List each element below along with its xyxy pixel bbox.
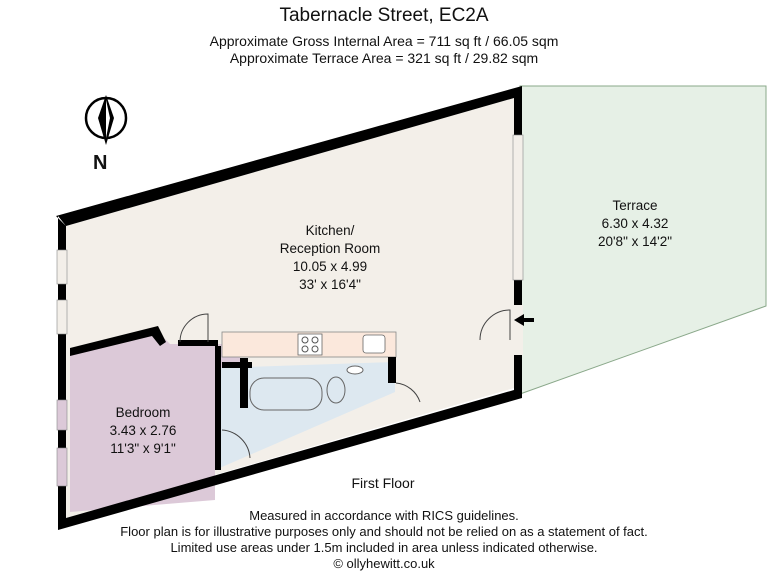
door-bathroom: [221, 429, 251, 459]
north-compass-icon: [84, 95, 128, 145]
bedroom-wall: [70, 326, 166, 356]
bath-icon: [249, 377, 323, 411]
footer-line: Measured in accordance with RICS guideli…: [249, 508, 519, 523]
sink-icon: [362, 334, 386, 354]
footer-copyright: © ollyhewitt.co.uk: [333, 556, 435, 571]
room-name: Reception Room: [279, 241, 381, 256]
gross-internal-area: Approximate Gross Internal Area = 711 sq…: [209, 33, 559, 49]
room-label-terrace: Terrace 6.30 x 4.32 20'8" x 14'2": [565, 197, 705, 251]
room-name: Kitchen/: [305, 223, 355, 238]
room-label-bedroom: Bedroom 3.43 x 2.76 11'3" x 9'1": [83, 404, 203, 458]
room-label-kitchen-reception: Kitchen/ Reception Room 10.05 x 4.99 33'…: [250, 222, 410, 294]
floor-label: First Floor: [351, 475, 415, 491]
room-dimensions-metric: 10.05 x 4.99: [292, 259, 368, 274]
room-dimensions-imperial: 33' x 16'4": [299, 277, 361, 292]
bedroom-floor: [70, 332, 240, 512]
plan-title: Tabernacle Street, EC2A: [279, 5, 489, 26]
room-dimensions-imperial: 11'3" x 9'1": [110, 441, 176, 456]
room-name: Bedroom: [115, 405, 171, 420]
footer-line: Floor plan is for illustrative purposes …: [120, 524, 648, 539]
room-dimensions-imperial: 20'8" x 14'2": [597, 234, 673, 249]
footer-line: Limited use areas under 1.5m included in…: [170, 540, 598, 555]
door-bedroom: [179, 313, 209, 343]
hob-icon: [297, 333, 323, 356]
room-name: Terrace: [612, 198, 658, 213]
terrace-area: Approximate Terrace Area = 321 sq ft / 2…: [229, 50, 539, 66]
entrance-arrow-icon: [514, 314, 534, 326]
door-entrance: [479, 309, 511, 341]
room-dimensions-metric: 6.30 x 4.32: [601, 216, 669, 231]
compass-north-label: N: [93, 152, 108, 174]
basin-icon: [346, 365, 364, 375]
room-dimensions-metric: 3.43 x 2.76: [109, 423, 177, 438]
toilet-icon: [326, 376, 346, 404]
